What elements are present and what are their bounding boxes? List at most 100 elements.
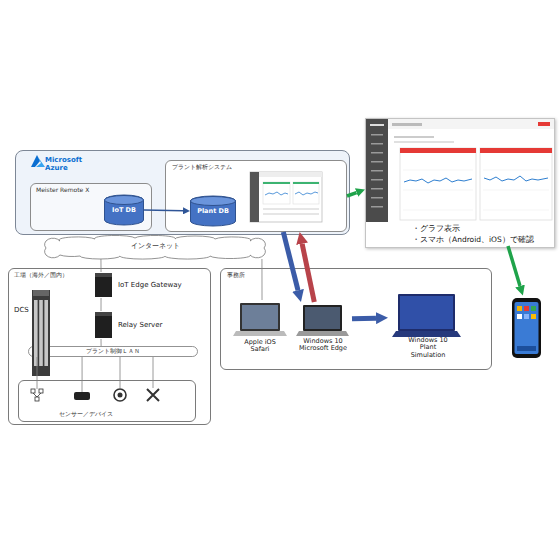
node-label: ・グラフ表示 <box>412 225 460 234</box>
app-icon <box>524 306 529 311</box>
node-label: 工場（海外／国内） <box>14 272 68 279</box>
connector <box>101 339 102 346</box>
laptop-display <box>242 305 278 329</box>
connector <box>261 259 262 300</box>
dcs-slot <box>44 300 48 366</box>
connector <box>100 259 101 272</box>
service-box: Meister Remote XIoT DB <box>30 183 152 231</box>
connector <box>283 232 298 290</box>
grid-line <box>483 210 549 211</box>
node-label: Windows 10 Microsoft Edge <box>294 338 352 353</box>
grid-line <box>483 170 549 171</box>
client-laptop: Windows 10 Plant Simulation <box>388 292 468 360</box>
screenshot-row <box>263 208 319 210</box>
connector <box>144 209 183 211</box>
chart-panel-bar <box>480 148 552 153</box>
menu-item <box>371 179 383 181</box>
screenshot-row <box>394 141 454 143</box>
chart-panel <box>263 182 290 204</box>
client-laptop: Apple iOS Safari <box>232 300 288 362</box>
network-icon <box>35 397 39 401</box>
server-device-top <box>95 312 112 316</box>
screenshot-topbar <box>388 119 554 129</box>
chart-panel-bar <box>400 148 476 153</box>
chart-panel <box>400 148 476 220</box>
server-device <box>95 312 112 338</box>
dcs-rack <box>32 290 50 376</box>
chart-line <box>295 192 318 195</box>
bus-drop-line <box>37 357 38 389</box>
cylinder-top <box>105 196 144 205</box>
device-icon <box>74 392 90 400</box>
node-label: インターネット <box>40 243 270 250</box>
chart-panel <box>293 182 319 204</box>
network-icon <box>31 389 35 393</box>
node-label: Plant DB <box>190 208 236 215</box>
database-cylinder: IoT DB <box>104 195 144 225</box>
database-cylinder: Plant DB <box>190 196 236 226</box>
chart-line <box>404 178 472 183</box>
dcs-slot <box>34 300 38 366</box>
node-label: IoT Edge Gateway <box>118 281 182 289</box>
screenshot-title <box>392 123 422 126</box>
laptop-display <box>400 296 453 329</box>
grid-line <box>483 190 549 191</box>
bus-drop-line <box>82 380 83 392</box>
screenshot-row <box>394 136 434 138</box>
screenshot-row <box>263 213 319 215</box>
screenshot-sidebar <box>366 119 388 222</box>
bus-drop-line <box>120 357 121 388</box>
menu-item <box>370 124 384 126</box>
node-label: Apple iOS Safari <box>240 339 280 354</box>
app-icon <box>517 306 522 311</box>
app-dock <box>517 346 536 351</box>
smartphone-screen <box>515 302 539 354</box>
node-label: Windows 10 Plant Simulation <box>403 337 453 359</box>
node-label: センサー／デバイス <box>59 411 113 418</box>
node-label: IoT DB <box>104 207 144 214</box>
node-label: Relay Server <box>118 321 162 329</box>
gateway-unit: IoT Edge Gateway <box>94 272 204 298</box>
cylinder-body <box>105 195 144 225</box>
menu-item <box>371 206 383 208</box>
dcs-rack-top <box>33 290 49 296</box>
chart-line <box>484 176 548 181</box>
menu-item <box>371 143 383 145</box>
connector <box>101 298 102 311</box>
menu-item <box>371 170 383 172</box>
node-label: プラント制御ＬＡＮ <box>28 348 198 354</box>
gauge-icon <box>118 393 123 398</box>
node-label: プラント解析システム <box>172 164 232 171</box>
menu-item <box>371 134 383 136</box>
tools-icon <box>147 389 159 401</box>
internet-cloud: インターネット <box>40 235 270 259</box>
node-label: 事務所 <box>227 272 245 279</box>
menu-item <box>371 161 383 163</box>
cylinder-body <box>191 196 236 226</box>
cloud-region: Microsoft AzureMeister Remote XIoT DBプラン… <box>15 150 350 235</box>
screenshot-button <box>538 122 550 126</box>
laptop-screen <box>303 305 342 331</box>
screenshot-header <box>259 172 322 177</box>
laptop-screen <box>240 303 280 331</box>
grid-line <box>403 210 473 211</box>
network-icon <box>33 393 41 397</box>
system-box: プラント解析システム Plant DB <box>165 160 347 232</box>
chart-panel-bar <box>263 182 290 184</box>
network-icon <box>39 389 43 393</box>
client-laptop: Windows 10 Microsoft Edge <box>294 302 352 358</box>
connector <box>352 316 376 322</box>
laptop-base <box>233 331 287 336</box>
app-icon <box>524 314 529 319</box>
chart-line <box>265 192 288 195</box>
menu-item <box>371 152 383 154</box>
connector <box>347 193 357 196</box>
menu-item <box>371 188 383 190</box>
flow-arrow <box>508 246 520 286</box>
chart-panel <box>480 148 552 220</box>
cylinder-top <box>191 197 236 206</box>
laptop-display <box>305 307 340 329</box>
